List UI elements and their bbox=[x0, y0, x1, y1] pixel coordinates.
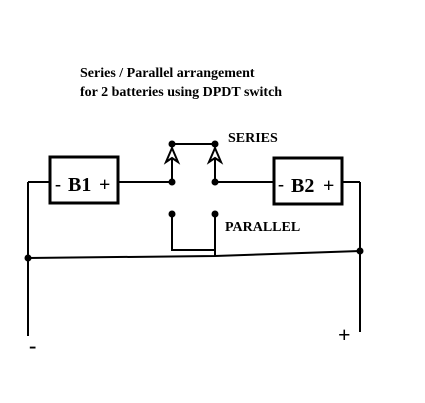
switch-pole-right bbox=[211, 178, 219, 186]
battery-b1-positive-sign: + bbox=[99, 174, 110, 196]
wire-parallel-link bbox=[171, 214, 216, 251]
switch-arrow-left bbox=[163, 145, 181, 165]
battery-b2: - B2 + bbox=[272, 156, 344, 206]
battery-b2-positive-sign: + bbox=[323, 175, 334, 197]
series-label: SERIES bbox=[228, 131, 278, 146]
wires bbox=[27, 143, 361, 336]
switch-contact-top-left bbox=[168, 140, 176, 148]
switch-contact-bottom-left bbox=[168, 210, 176, 218]
title-line-2: for 2 batteries using DPDT switch bbox=[80, 85, 283, 100]
battery-b2-negative-sign: - bbox=[278, 174, 284, 194]
battery-b1-negative-sign: - bbox=[55, 174, 61, 194]
battery-b1: - B1 + bbox=[48, 155, 120, 205]
junction-right-bus bbox=[356, 247, 364, 255]
battery-b1-body bbox=[48, 155, 120, 205]
switch-pole-left bbox=[168, 178, 176, 186]
parallel-label: PARALLEL bbox=[225, 220, 300, 235]
negative-terminal-label: - bbox=[29, 333, 36, 358]
switch-contact-top-right bbox=[211, 140, 219, 148]
dpdt-switch bbox=[163, 140, 224, 218]
switch-arrow-right bbox=[206, 145, 224, 165]
battery-b2-label: B2 bbox=[291, 175, 314, 197]
junction-left-bus bbox=[24, 254, 32, 262]
positive-terminal-label: + bbox=[338, 322, 351, 347]
switch-contact-bottom-right bbox=[211, 210, 219, 218]
title-line-1: Series / Parallel arrangement bbox=[80, 66, 255, 81]
wire-bottom-bus bbox=[27, 250, 361, 259]
battery-b1-label: B1 bbox=[68, 174, 91, 196]
